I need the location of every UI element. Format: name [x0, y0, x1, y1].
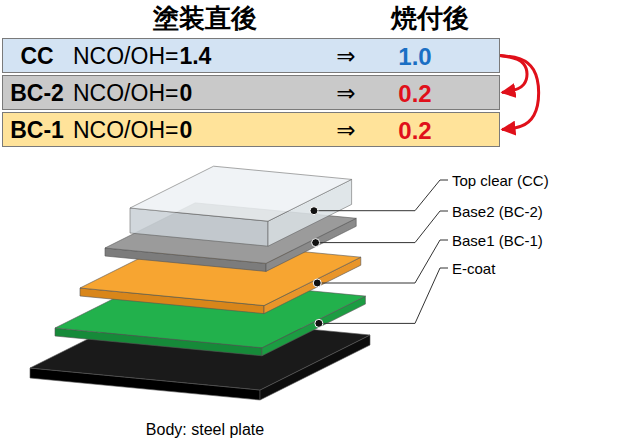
- row-label: BC-1: [10, 113, 64, 148]
- ratio-value: 1.4: [179, 39, 211, 74]
- layer-label: Top clear (CC): [452, 172, 549, 189]
- layer-label: Base1 (BC-1): [452, 232, 543, 249]
- curved-arrow: [500, 56, 539, 130]
- ratio-value: 0: [179, 76, 192, 111]
- result-value: 0.2: [398, 113, 431, 148]
- leader-dot: [312, 239, 320, 247]
- result-value: 1.0: [398, 39, 431, 74]
- leader-line: [316, 211, 448, 243]
- arrow-symbol: ⇒: [336, 113, 355, 148]
- leader-dot: [315, 319, 323, 327]
- ratio-value: 0: [179, 113, 192, 148]
- leader-line: [314, 180, 448, 211]
- layer-label: Base2 (BC-2): [452, 203, 543, 220]
- leader-line: [317, 240, 448, 283]
- leader-line: [319, 268, 448, 323]
- result-value: 0.2: [398, 76, 431, 111]
- column-header: 塗装直後: [153, 1, 257, 36]
- leader-dot: [310, 207, 318, 215]
- ratio-text: NCO/OH=: [73, 113, 178, 148]
- arrow-symbol: ⇒: [336, 76, 355, 111]
- layer-row: CC NCO/OH=1.4 ⇒ 1.0: [2, 38, 500, 73]
- coating-layer: [130, 166, 352, 246]
- leader-dot: [313, 279, 321, 287]
- layer-row: BC-2 NCO/OH=0 ⇒ 0.2: [2, 75, 500, 110]
- layer-top: [130, 166, 352, 221]
- arrow-symbol: ⇒: [336, 39, 355, 74]
- row-label: BC-2: [10, 76, 64, 111]
- caption-label: Body: steel plate: [146, 421, 264, 439]
- ratio-text: NCO/OH=: [73, 39, 178, 74]
- layer-row: BC-1 NCO/OH=0 ⇒ 0.2: [2, 112, 500, 147]
- row-label: CC: [20, 39, 53, 74]
- layer-label: E-coat: [452, 260, 495, 277]
- ratio-text: NCO/OH=: [73, 76, 178, 111]
- column-header: 焼付後: [391, 1, 469, 36]
